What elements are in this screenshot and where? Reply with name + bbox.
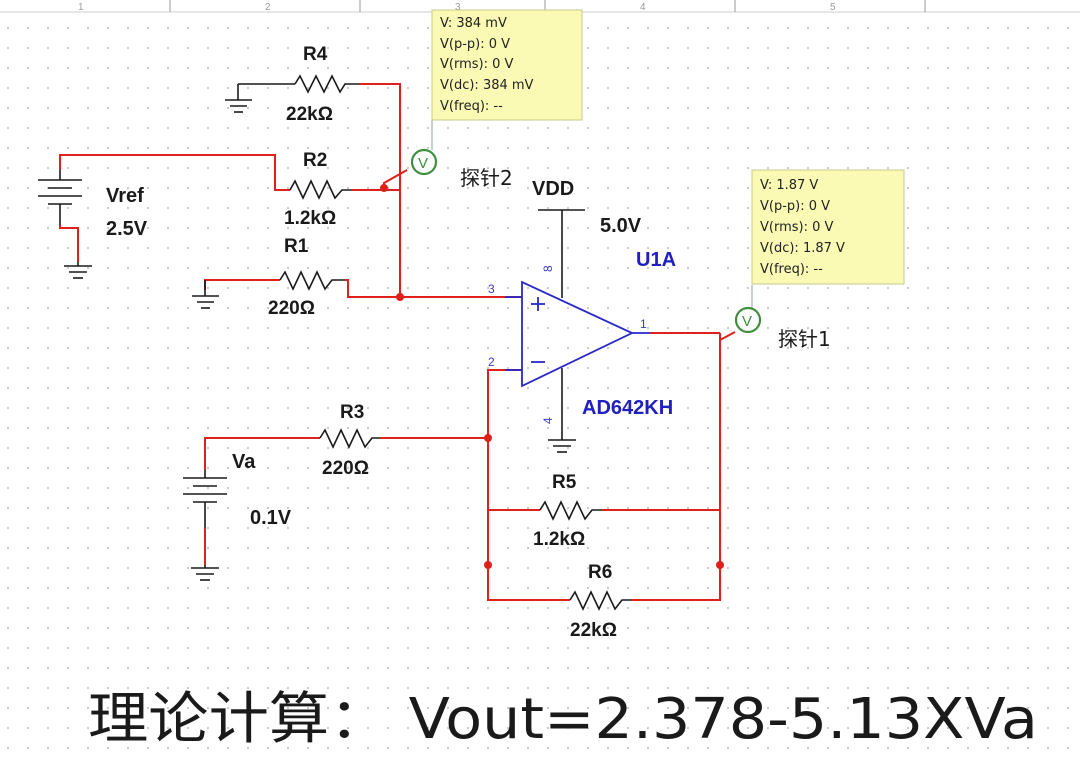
probe2[interactable]: V 探针2 (410, 118, 513, 190)
r6-value: 22kΩ (570, 620, 617, 641)
probe1-reading: V(rms): 0 V (760, 220, 834, 235)
pin-label-vpos: 8 (541, 265, 555, 272)
opamp-name: U1A (636, 249, 676, 271)
r1-value: 220Ω (268, 298, 315, 319)
vdd-value: 5.0V (600, 215, 642, 237)
probe2-reading: V(rms): 0 V (440, 57, 514, 72)
probe2-reading: V(p-p): 0 V (440, 37, 510, 52)
ground-symbol-vref (64, 262, 92, 279)
probe1-tooltip: V: 1.87 V V(p-p): 0 V V(rms): 0 V V(dc):… (751, 169, 905, 285)
opamp-part: AD642KH (582, 397, 673, 419)
r3-value: 220Ω (322, 458, 369, 479)
va-name: Va (232, 451, 256, 473)
voltmeter-icon (410, 148, 438, 176)
probe1[interactable]: V 探针1 (734, 285, 831, 351)
ground-symbol-va (191, 565, 219, 581)
pin-label-vneg: 4 (541, 417, 555, 424)
vref-value: 2.5V (106, 218, 148, 240)
vref-name: Vref (106, 185, 144, 207)
opamp-u1a[interactable] (505, 280, 650, 388)
ruler-tick-5: 5 (830, 2, 836, 13)
probe2-reading: V(freq): -- (440, 99, 503, 114)
ruler-tick-2: 2 (265, 2, 271, 13)
r4-name: R4 (303, 44, 328, 65)
probe1-reading: V(p-p): 0 V (760, 199, 830, 214)
pin-label-minus: 2 (488, 355, 495, 369)
probe2-tooltip: V: 384 mV V(p-p): 0 V V(rms): 0 V V(dc):… (431, 9, 583, 121)
ground-symbol-opamp (548, 368, 576, 453)
ruler-tick-4: 4 (640, 2, 646, 13)
resistor-r4[interactable] (238, 74, 360, 94)
r2-value: 1.2kΩ (284, 208, 336, 229)
probe1-reading: V(dc): 1.87 V (760, 241, 845, 256)
ground-symbol-r1 (192, 280, 219, 309)
pin-label-out: 1 (640, 317, 647, 331)
junctions (380, 184, 724, 569)
resistor-r3[interactable] (319, 428, 380, 449)
resistor-r5[interactable] (539, 500, 602, 521)
r2-name: R2 (303, 150, 327, 171)
ground-symbol-r4 (225, 84, 252, 113)
pin-label-plus: 3 (488, 282, 495, 296)
r4-value: 22kΩ (286, 104, 333, 125)
probe2-reading: V(dc): 384 mV (440, 78, 534, 93)
formula-caption: 理论计算： Vout=2.378-5.13XVa (88, 687, 1038, 752)
r5-value: 1.2kΩ (533, 529, 585, 550)
probe2-icon-letter: V (418, 155, 428, 172)
resistor-r2[interactable] (289, 179, 352, 200)
probe2-reading: V: 384 mV (440, 16, 507, 31)
voltmeter-icon (734, 306, 762, 334)
vdd-supply-line (538, 209, 585, 298)
vdd-name: VDD (532, 178, 574, 200)
ruler-tick-3: 3 (455, 2, 461, 13)
battery-vref[interactable] (38, 170, 82, 225)
va-value: 0.1V (250, 507, 292, 529)
battery-va[interactable] (183, 470, 227, 528)
probe2-label: 探针2 (460, 166, 513, 190)
probe1-reading: V: 1.87 V (760, 178, 818, 193)
probe1-reading: V(freq): -- (760, 262, 823, 277)
r5-name: R5 (552, 472, 577, 493)
ruler-tick-1: 1 (78, 2, 84, 13)
r6-name: R6 (588, 562, 612, 583)
wires (59, 83, 736, 601)
r1-name: R1 (284, 236, 309, 257)
probe1-icon-letter: V (742, 313, 752, 330)
r3-name: R3 (340, 402, 364, 423)
probe1-label: 探针1 (778, 327, 831, 351)
resistor-r6[interactable] (569, 590, 632, 611)
resistor-r1[interactable] (279, 270, 345, 291)
